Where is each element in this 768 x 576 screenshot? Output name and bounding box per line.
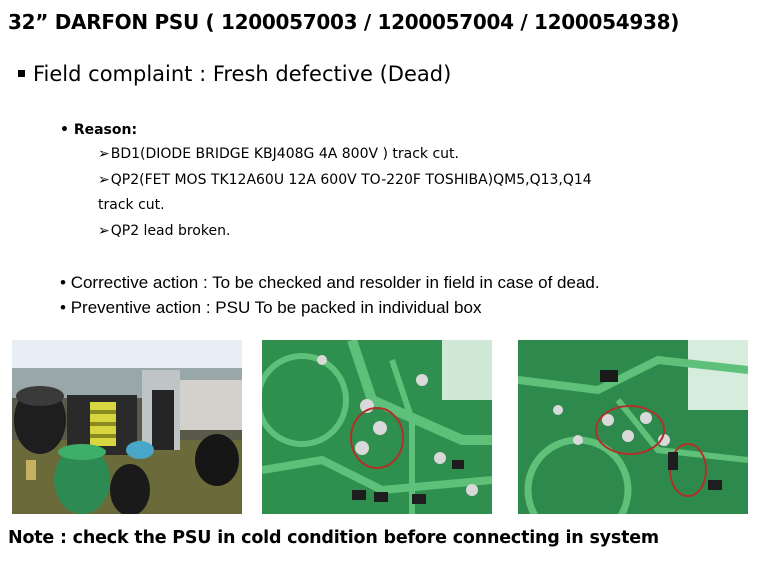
- reason-heading-text: Reason:: [73, 122, 138, 138]
- reason-item-1: ➢BD1(DIODE BRIDGE KBJ408G 4A 800V ) trac…: [98, 146, 459, 162]
- bullet-square-icon: [18, 69, 25, 77]
- reason-heading: • Reason:: [60, 122, 138, 138]
- preventive-action: • Preventive action : PSU To be packed i…: [60, 298, 482, 317]
- preventive-action-text: Preventive action : PSU To be packed in …: [70, 298, 482, 317]
- pcb-photo-solder-side-2: [518, 340, 748, 514]
- pcb-photo-solder-side-1: [262, 340, 492, 514]
- arrow-bullet-icon: ➢: [98, 223, 110, 239]
- note-text: Note : check the PSU in cold condition b…: [8, 528, 659, 548]
- reason-item-2-cont: track cut.: [98, 197, 165, 213]
- arrow-bullet-icon: ➢: [98, 172, 110, 188]
- reason-item-3: ➢QP2 lead broken.: [98, 223, 230, 239]
- reason-item-text: QP2(FET MOS TK12A60U 12A 600V TO-220F TO…: [110, 172, 592, 188]
- corrective-action-text: Corrective action : To be checked and re…: [70, 273, 600, 292]
- field-complaint-text: Field complaint : Fresh defective (Dead): [33, 62, 452, 86]
- field-complaint: Field complaint : Fresh defective (Dead): [18, 62, 451, 86]
- reason-item-2: ➢QP2(FET MOS TK12A60U 12A 600V TO-220F T…: [98, 172, 592, 188]
- arrow-bullet-icon: ➢: [98, 146, 110, 162]
- corrective-action: • Corrective action : To be checked and …: [60, 273, 600, 292]
- reason-item-text: BD1(DIODE BRIDGE KBJ408G 4A 800V ) track…: [110, 146, 459, 162]
- slide-title: 32” DARFON PSU ( 1200057003 / 1200057004…: [8, 10, 680, 34]
- psu-photo-components: [12, 340, 242, 514]
- reason-item-text: QP2 lead broken.: [110, 223, 231, 239]
